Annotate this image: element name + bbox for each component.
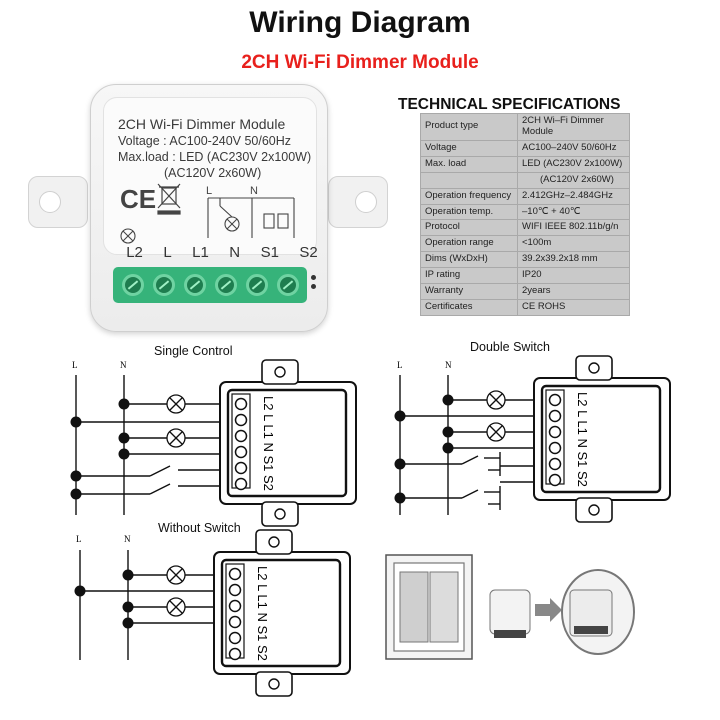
- double-line-n: N: [445, 360, 452, 370]
- table-row: Operation temp.–10℃ + 40℃: [420, 203, 630, 221]
- weee-bin-icon: [157, 183, 181, 215]
- single-line-l: L: [72, 360, 78, 370]
- spec-title: TECHNICAL SPECIFICATIONS: [398, 96, 621, 113]
- spec-key: Product type: [420, 113, 518, 141]
- terminal-label: N: [229, 244, 241, 261]
- module-photo: 2CH Wi-Fi Dimmer Module Voltage : AC100-…: [28, 78, 388, 338]
- terminal-label: L2: [126, 244, 143, 261]
- screw-icon: [276, 274, 299, 296]
- terminal-labels: L2 L L1 N S1 S2: [116, 244, 328, 261]
- table-row: Dims (WxDxH)39.2x39.2x18 mm: [420, 251, 630, 269]
- module-maxload: Max.load : LED (AC230V 2x100W): [118, 150, 312, 164]
- module-name: 2CH Wi-Fi Dimmer Module: [118, 116, 286, 132]
- single-control-title: Single Control: [154, 344, 233, 358]
- terminal-label: S2: [299, 244, 318, 261]
- single-terminal-text: L2 L L1 N S1 S2: [261, 396, 276, 491]
- module-label-panel: 2CH Wi-Fi Dimmer Module Voltage : AC100-…: [103, 97, 318, 261]
- double-line-l: L: [397, 360, 403, 370]
- single-line-n: N: [120, 360, 127, 370]
- svg-text:N: N: [250, 185, 258, 197]
- terminal-block: [113, 267, 307, 303]
- double-switch-title: Double Switch: [470, 340, 550, 354]
- module-voltage: Voltage : AC100-240V 50/60Hz: [118, 134, 292, 148]
- screw-icon: [183, 274, 206, 296]
- terminal-label: L1: [192, 244, 209, 261]
- without-switch-title: Without Switch: [158, 521, 241, 535]
- module-maxload-120: (AC120V 2x60W): [164, 166, 262, 180]
- noswitch-line-n: N: [124, 534, 131, 544]
- spec-value: 2CH Wi–Fi Dimmer Module: [517, 113, 630, 141]
- spec-value: CE ROHS: [517, 299, 630, 316]
- screw-icon: [121, 274, 144, 296]
- ce-mark: CE: [120, 184, 157, 214]
- page-subtitle: 2CH Wi-Fi Dimmer Module: [241, 52, 479, 73]
- double-terminal-text: L2 L L1 N S1 S2: [575, 392, 590, 487]
- module-install-icon: [489, 569, 635, 655]
- noswitch-line-l: L: [76, 534, 82, 544]
- svg-text:L: L: [206, 185, 212, 197]
- screw-icon: [214, 274, 237, 296]
- module-body: 2CH Wi-Fi Dimmer Module Voltage : AC100-…: [90, 84, 328, 332]
- screw-icon: [245, 274, 268, 296]
- module-circuit-icon: L N: [120, 183, 295, 244]
- status-led-icon: [311, 275, 317, 293]
- terminal-label: L: [163, 244, 172, 261]
- screw-icon: [152, 274, 175, 296]
- spec-key: Certificates: [420, 299, 518, 316]
- wall-switch-icon: [385, 554, 473, 660]
- mounting-ear-right: [328, 176, 388, 228]
- mounting-ear-left: [28, 176, 88, 228]
- page-title: Wiring Diagram: [249, 6, 471, 39]
- terminal-label: S1: [260, 244, 279, 261]
- noswitch-terminal-text: L2 L L1 N S1 S2: [255, 566, 270, 661]
